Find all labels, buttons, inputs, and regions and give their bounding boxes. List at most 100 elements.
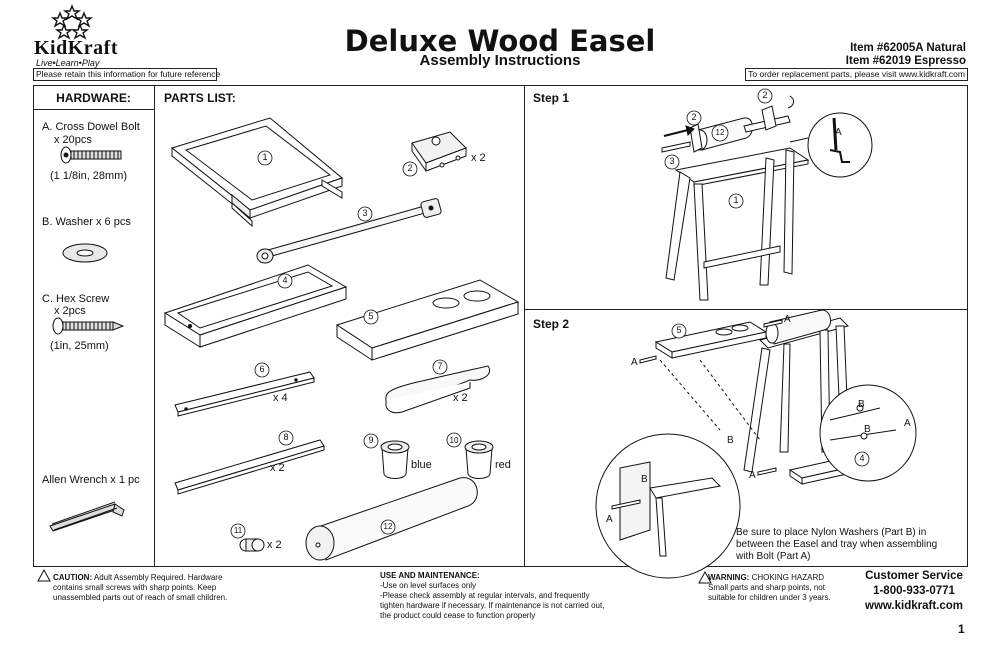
warning-text: Small parts and sharp points, not suitab…: [708, 583, 831, 602]
instruction-frame: [33, 85, 968, 567]
part-number-7: 7: [437, 361, 443, 371]
part-number-4: 4: [282, 275, 288, 285]
customer-service-title: Customer Service: [865, 570, 963, 582]
part-number-5: 5: [368, 311, 374, 321]
item-number-espresso: Item #62019 Espresso: [845, 55, 966, 67]
step-1-callout-2b: 2: [762, 90, 768, 100]
part-number-8: 8: [283, 432, 289, 442]
part-7-qty: x 2: [453, 392, 468, 404]
customer-service-web[interactable]: www.kidkraft.com: [865, 600, 963, 612]
hardware-wrench-label: Allen Wrench x 1 pc: [42, 474, 140, 486]
hardware-a-label: A. Cross Dowel Bolt: [42, 121, 140, 133]
step-2-heading: Step 2: [533, 317, 570, 331]
divider-hardware-heading: [33, 109, 154, 110]
part-8-qty: x 2: [270, 462, 285, 474]
part-9-paint-cup: [380, 440, 410, 479]
allen-wrench-icon: [49, 501, 125, 532]
warning-subtitle: CHOKING HAZARD: [751, 573, 825, 582]
star-cluster-icon: [50, 4, 94, 40]
step-2-callout-5: 5: [676, 325, 682, 335]
step-1-callout-1: 1: [733, 195, 739, 205]
step-1-callout-12: 12: [715, 128, 725, 137]
part-6-qty: x 4: [273, 392, 288, 404]
hardware-a-size: (1 1/8in, 28mm): [50, 170, 128, 182]
page-number: 1: [958, 622, 965, 636]
retain-note: Please retain this information for futur…: [33, 68, 220, 81]
customer-service-phone: 1-800-933-0771: [873, 585, 955, 597]
step-2-callout-4: 4: [859, 453, 865, 463]
warning-title: WARNING:: [708, 573, 750, 582]
divider-steps: [524, 309, 968, 310]
divider-parts: [524, 85, 525, 567]
caution-title: CAUTION:: [53, 573, 93, 582]
step-2-bolt-a-2: A: [784, 314, 791, 325]
part-6-slat: [174, 371, 315, 417]
part-number-9: 9: [368, 435, 374, 445]
part-number-3: 3: [362, 208, 368, 218]
part-7-hook: [385, 365, 490, 414]
brand-name: KidKraft: [34, 37, 118, 59]
hardware-heading: HARDWARE:: [56, 91, 131, 105]
part-3-rod: [256, 198, 442, 264]
parts-heading: PARTS LIST:: [164, 91, 236, 105]
part-number-1: 1: [262, 152, 268, 162]
part-9-color: blue: [411, 459, 432, 471]
use-line-4: the product could cease to function prop…: [380, 611, 536, 620]
item-number-natural: Item #62005A Natural: [850, 42, 966, 54]
hex-screw-icon: [52, 317, 125, 335]
step-1-heading: Step 1: [533, 91, 570, 105]
part-number-6: 6: [259, 364, 265, 374]
step-2-washer-b-3: B: [727, 435, 734, 446]
step-1-part-a: A: [835, 127, 842, 138]
kidkraft-logo: KidKraft Live•Learn•Play: [34, 4, 118, 68]
part-12-paper-roll: [305, 477, 478, 561]
page-subtitle: Assembly Instructions: [419, 52, 581, 69]
part-1-easel-frame: [170, 117, 343, 228]
step-2-washer-b-1: B: [858, 399, 865, 410]
hardware-c-qty: x 2pcs: [54, 305, 86, 317]
warning-icon: [698, 570, 712, 584]
part-10-paint-cup: [464, 440, 494, 479]
step-2-bolt-a-1: A: [631, 357, 638, 368]
part-8-slat: [174, 439, 325, 495]
step-2-bolt-a-3: A: [749, 470, 756, 481]
brand-tagline: Live•Learn•Play: [36, 58, 100, 68]
use-line-1: -Use on level surfaces only: [380, 581, 477, 590]
part-2-qty: x 2: [471, 152, 486, 164]
step-2-washer-b-4: B: [641, 474, 648, 485]
warning-block: WARNING: CHOKING HAZARD Small parts and …: [708, 573, 843, 603]
part-11-knob: [239, 538, 265, 552]
step-2-bolt-a-4: A: [904, 418, 911, 429]
part-2-bracket: [411, 131, 467, 172]
step-2-bolt-a-5: A: [606, 514, 613, 525]
replacement-parts-link[interactable]: To order replacement parts, please visit…: [745, 68, 968, 81]
hardware-c-size: (1in, 25mm): [50, 340, 109, 352]
page-title: Deluxe Wood Easel: [344, 24, 656, 58]
part-11-qty: x 2: [267, 539, 282, 551]
part-number-11: 11: [233, 526, 243, 535]
hardware-b-label: B. Washer x 6 pcs: [42, 216, 131, 228]
hardware-a-qty: x 20pcs: [54, 134, 92, 146]
part-5-tray: [335, 279, 520, 361]
step-1-callout-2a: 2: [691, 112, 697, 122]
step-1-callout-3: 3: [669, 156, 675, 166]
part-number-12: 12: [383, 522, 393, 531]
use-line-3: tighten hardware if necessary. If mainte…: [380, 601, 605, 610]
cross-dowel-bolt-icon: [60, 146, 122, 164]
part-number-10: 10: [449, 436, 459, 445]
washer-icon: [62, 243, 108, 263]
part-4-rail: [163, 264, 348, 348]
use-title: USE AND MAINTENANCE:: [380, 571, 480, 580]
divider-hardware: [154, 85, 155, 567]
step-2-washer-b-2: B: [864, 424, 871, 435]
caution-icon: [37, 568, 51, 582]
use-line-2: -Please check assembly at regular interv…: [380, 591, 590, 600]
hardware-illustrations: [49, 146, 125, 532]
caution-text: Adult Assembly Required. Hardware contai…: [53, 573, 228, 602]
hardware-c-label: C. Hex Screw: [42, 293, 110, 305]
step-2-washer-note: Be sure to place Nylon Washers (Part B) …: [736, 527, 938, 562]
